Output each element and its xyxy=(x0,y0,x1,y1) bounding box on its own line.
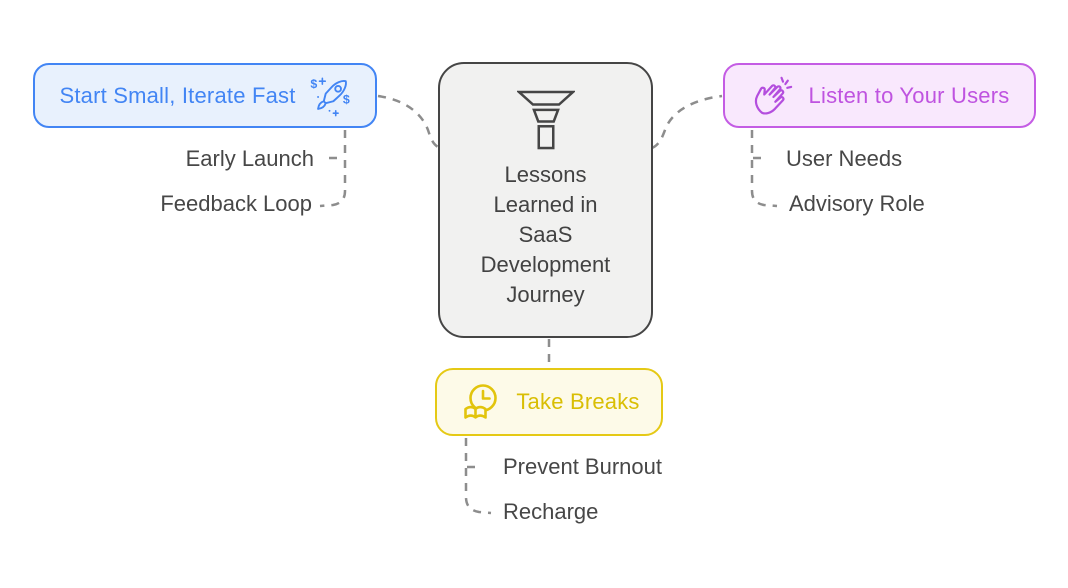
branch-node-take-breaks[interactable]: Take Breaks xyxy=(435,368,663,436)
central-topic-line: Journey xyxy=(506,282,585,307)
branch-label-start-small: Start Small, Iterate Fast xyxy=(59,82,296,108)
connector-listen-children xyxy=(750,130,778,208)
subtopic-feedback-loop[interactable]: Feedback Loop xyxy=(160,191,312,216)
svg-text:$: $ xyxy=(310,76,317,90)
central-topic-title: Lessons Learned in SaaS Development Jour… xyxy=(481,160,611,310)
rocket-dollar-icon: $ $ xyxy=(310,76,349,116)
branch-label-take-breaks: Take Breaks xyxy=(516,389,640,414)
connector-start-small-to-center xyxy=(377,94,441,150)
connector-take-breaks-children xyxy=(464,438,492,515)
funnel-icon xyxy=(516,90,575,150)
subtopic-prevent-burnout[interactable]: Prevent Burnout xyxy=(503,454,662,479)
branch-node-listen-users[interactable]: Listen to Your Users xyxy=(723,63,1036,128)
clapping-hands-icon xyxy=(754,76,792,115)
subtopic-advisory-role[interactable]: Advisory Role xyxy=(789,191,925,216)
subtopic-user-needs[interactable]: User Needs xyxy=(786,146,903,171)
central-topic-line: Development xyxy=(480,252,611,277)
central-topic-line: Learned in xyxy=(493,192,598,217)
central-topic-line: SaaS xyxy=(518,222,573,247)
connector-start-small-children xyxy=(319,130,347,208)
branch-label-listen-users: Listen to Your Users xyxy=(808,82,1010,108)
central-topic-node[interactable]: Lessons Learned in SaaS Development Jour… xyxy=(438,62,653,338)
connector-center-to-listen xyxy=(651,94,723,150)
subtopic-recharge[interactable]: Recharge xyxy=(503,499,599,524)
subtopic-early-launch[interactable]: Early Launch xyxy=(185,146,314,171)
break-clock-icon xyxy=(464,384,498,419)
svg-text:$: $ xyxy=(342,92,349,106)
branch-node-start-small[interactable]: Start Small, Iterate Fast $ $ xyxy=(33,63,377,128)
central-topic-line: Lessons xyxy=(504,162,587,187)
